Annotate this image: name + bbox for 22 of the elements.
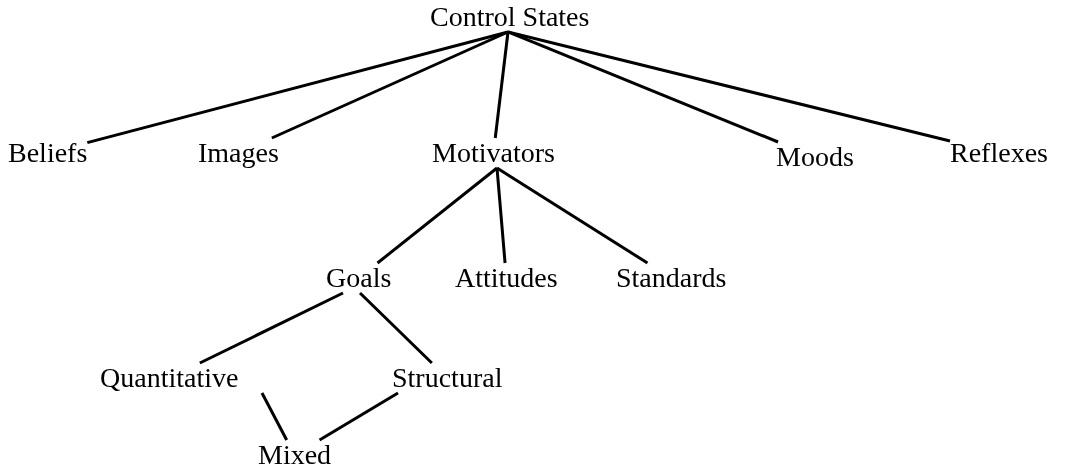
node-label: Attitudes — [455, 263, 558, 293]
node-label: Reflexes — [950, 138, 1048, 168]
node-label: Beliefs — [8, 138, 88, 168]
connector-line — [260, 392, 288, 441]
connector-line — [376, 166, 498, 265]
node-label: Mixed — [258, 440, 332, 470]
connector-line — [199, 291, 344, 365]
connector-line — [495, 167, 507, 264]
node-label: Quantitative — [100, 363, 239, 393]
node-label: Images — [198, 138, 279, 168]
connector-line — [493, 31, 510, 139]
node-label: Moods — [776, 142, 854, 172]
connector-line — [496, 166, 649, 265]
node-label: Structural — [392, 363, 503, 393]
node-label: Goals — [326, 263, 392, 293]
connector-line — [271, 30, 509, 140]
node-label: Control States — [430, 2, 590, 32]
connector-line — [318, 391, 399, 442]
connector-line — [507, 30, 951, 143]
connector-line — [358, 291, 433, 365]
node-label: Standards — [616, 263, 727, 293]
node-label: Motivators — [432, 138, 555, 168]
